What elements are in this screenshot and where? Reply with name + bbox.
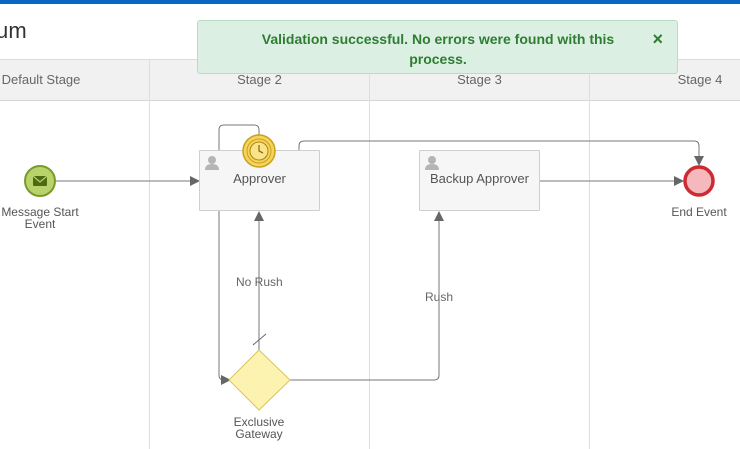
timer-icon[interactable] (242, 134, 276, 168)
flow-label-no-rush[interactable]: No Rush (236, 275, 283, 289)
message-start-event[interactable] (24, 165, 56, 197)
flow-approver-to-end[interactable] (298, 140, 704, 166)
stage-label-stage-3[interactable]: Stage 3 (457, 72, 502, 87)
stage-label-default[interactable]: Default Stage (1, 72, 81, 87)
task-label: Backup Approver (429, 171, 529, 186)
user-icon (205, 156, 219, 170)
label-line: Event (24, 217, 56, 231)
stage-label-stage-4[interactable]: Stage 4 (677, 72, 723, 87)
flow-rush[interactable] (290, 211, 444, 381)
message-start-label: Message Start Event (0, 206, 90, 230)
lane-divider (149, 60, 150, 449)
lane-divider (589, 60, 590, 449)
flow-approver-to-gateway[interactable] (218, 124, 260, 385)
task-backup-approver[interactable]: Backup Approver (419, 150, 540, 211)
label-line: Message Start (1, 205, 79, 219)
close-icon[interactable]: × (652, 29, 663, 49)
top-accent-bar (0, 0, 740, 4)
flow-label-rush[interactable]: Rush (425, 290, 454, 304)
user-icon (425, 156, 439, 170)
default-flow-marker (252, 333, 267, 346)
gateway-label: Exclusive Gateway (214, 416, 304, 440)
validation-toast: Validation successful. No errors were fo… (197, 20, 678, 74)
lane-divider (369, 60, 370, 449)
label-line: Gateway (235, 427, 283, 441)
task-label: Approver (233, 171, 286, 186)
stage-label-stage-2[interactable]: Stage 2 (237, 72, 282, 87)
page-title: um (0, 18, 27, 43)
envelope-icon (32, 175, 48, 186)
toast-message: Validation successful. No errors were fo… (261, 31, 615, 67)
exclusive-gateway[interactable] (228, 349, 291, 411)
end-event-label: End Event (671, 205, 727, 219)
label-line: Exclusive (233, 415, 285, 429)
end-event[interactable] (683, 165, 715, 197)
